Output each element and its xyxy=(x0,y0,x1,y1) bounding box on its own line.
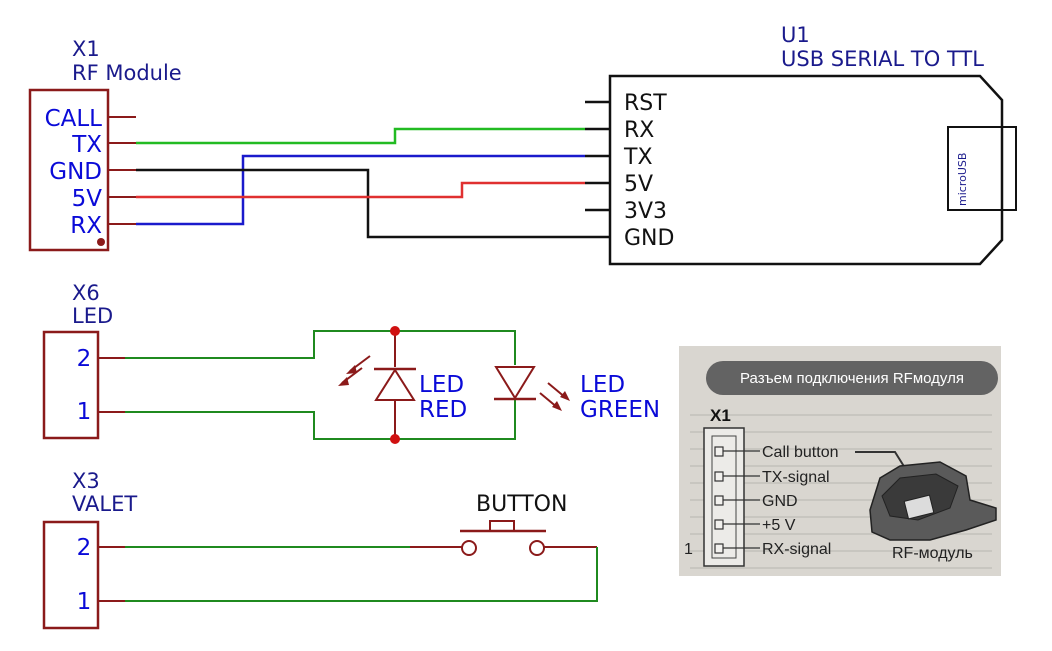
x1-name: RF Module xyxy=(72,61,182,85)
x1-ref: X1 xyxy=(72,37,100,61)
x6-pin-2: 2 xyxy=(77,346,92,372)
x6-led-connector: X6 LED 2 1 xyxy=(42,281,125,440)
x1-pin-5v: 5V xyxy=(72,186,103,212)
photo-connector-body xyxy=(703,427,745,567)
led-green-label-1: LED xyxy=(580,372,625,398)
x1-pin-call: CALL xyxy=(45,106,103,132)
junction-bottom xyxy=(390,434,400,444)
x3-name: VALET xyxy=(72,492,137,516)
u1-body xyxy=(608,74,1004,266)
photo-pin1-marker: 1 xyxy=(684,541,693,558)
x1-pin-rx: RX xyxy=(70,213,102,239)
connector-photo: Разъем подключения RFмодуля X1 Call butt… xyxy=(679,346,1001,576)
x3-pin-2: 2 xyxy=(77,535,92,561)
led-green-label-2: GREEN xyxy=(580,397,660,423)
button-symbol xyxy=(460,520,546,556)
u1-usb-serial: U1 USB SERIAL TO TTL RST RX TX 5V 3V3 GN… xyxy=(585,23,1017,266)
x1-pin-gnd: GND xyxy=(49,159,102,185)
u1-pin-rst: RST xyxy=(624,91,667,116)
wire-led-2 xyxy=(125,330,516,365)
led-green-symbol xyxy=(494,366,570,411)
wire-5v xyxy=(136,181,585,199)
u1-pin-tx: TX xyxy=(623,145,653,170)
x3-ref: X3 xyxy=(72,469,100,493)
led-red-label-2: RED xyxy=(419,397,467,423)
u1-pin-5v: 5V xyxy=(624,172,653,197)
photo-pin-leaders xyxy=(723,450,760,549)
button-label: BUTTON xyxy=(476,492,567,517)
x6-name: LED xyxy=(72,304,113,328)
junction-top xyxy=(390,326,400,336)
wire-tx xyxy=(136,127,585,145)
x3-pin-1: 1 xyxy=(77,589,92,615)
u1-pin-3v3: 3V3 xyxy=(624,199,667,224)
photo-header: Разъем подключения RFмодуля xyxy=(740,370,964,387)
photo-header-bar xyxy=(706,361,998,395)
wire-button-return xyxy=(125,547,598,602)
x1-pin1-dot xyxy=(97,238,105,246)
photo-connector-inner xyxy=(711,435,737,559)
photo-signal-tx: TX-signal xyxy=(762,469,830,486)
u1-name: USB SERIAL TO TTL xyxy=(781,47,984,71)
u1-ref: U1 xyxy=(781,23,810,47)
x1-rf-module: X1 RF Module CALL TX GND 5V RX xyxy=(28,37,182,252)
photo-signal-5v: +5 V xyxy=(762,517,796,534)
x1-pin-tx: TX xyxy=(71,132,102,158)
photo-rf-module-drawing xyxy=(869,461,997,541)
wire-gnd xyxy=(136,168,585,239)
x6-pin-1: 1 xyxy=(77,399,92,425)
photo-x1-label: X1 xyxy=(710,406,731,425)
wire-rx xyxy=(136,154,585,226)
u1-microusb-label: microUSB xyxy=(956,153,969,206)
led-red-symbol xyxy=(338,355,416,401)
x3-valet-connector: X3 VALET 2 1 xyxy=(42,469,137,630)
x6-body xyxy=(42,330,100,440)
u1-pin-gnd: GND xyxy=(624,226,674,251)
x6-ref: X6 xyxy=(72,281,100,305)
photo-signal-call: Call button xyxy=(762,444,839,461)
led-red-label-1: LED xyxy=(419,372,464,398)
x3-body xyxy=(42,520,100,630)
photo-signal-gnd: GND xyxy=(762,493,798,510)
photo-module-caption: RF-модуль xyxy=(892,545,973,562)
u1-microusb-connector xyxy=(947,126,1017,211)
photo-signal-rx: RX-signal xyxy=(762,541,831,558)
u1-pin-rx: RX xyxy=(624,118,654,143)
wire-led-1 xyxy=(125,400,516,440)
photo-cable xyxy=(855,451,906,469)
